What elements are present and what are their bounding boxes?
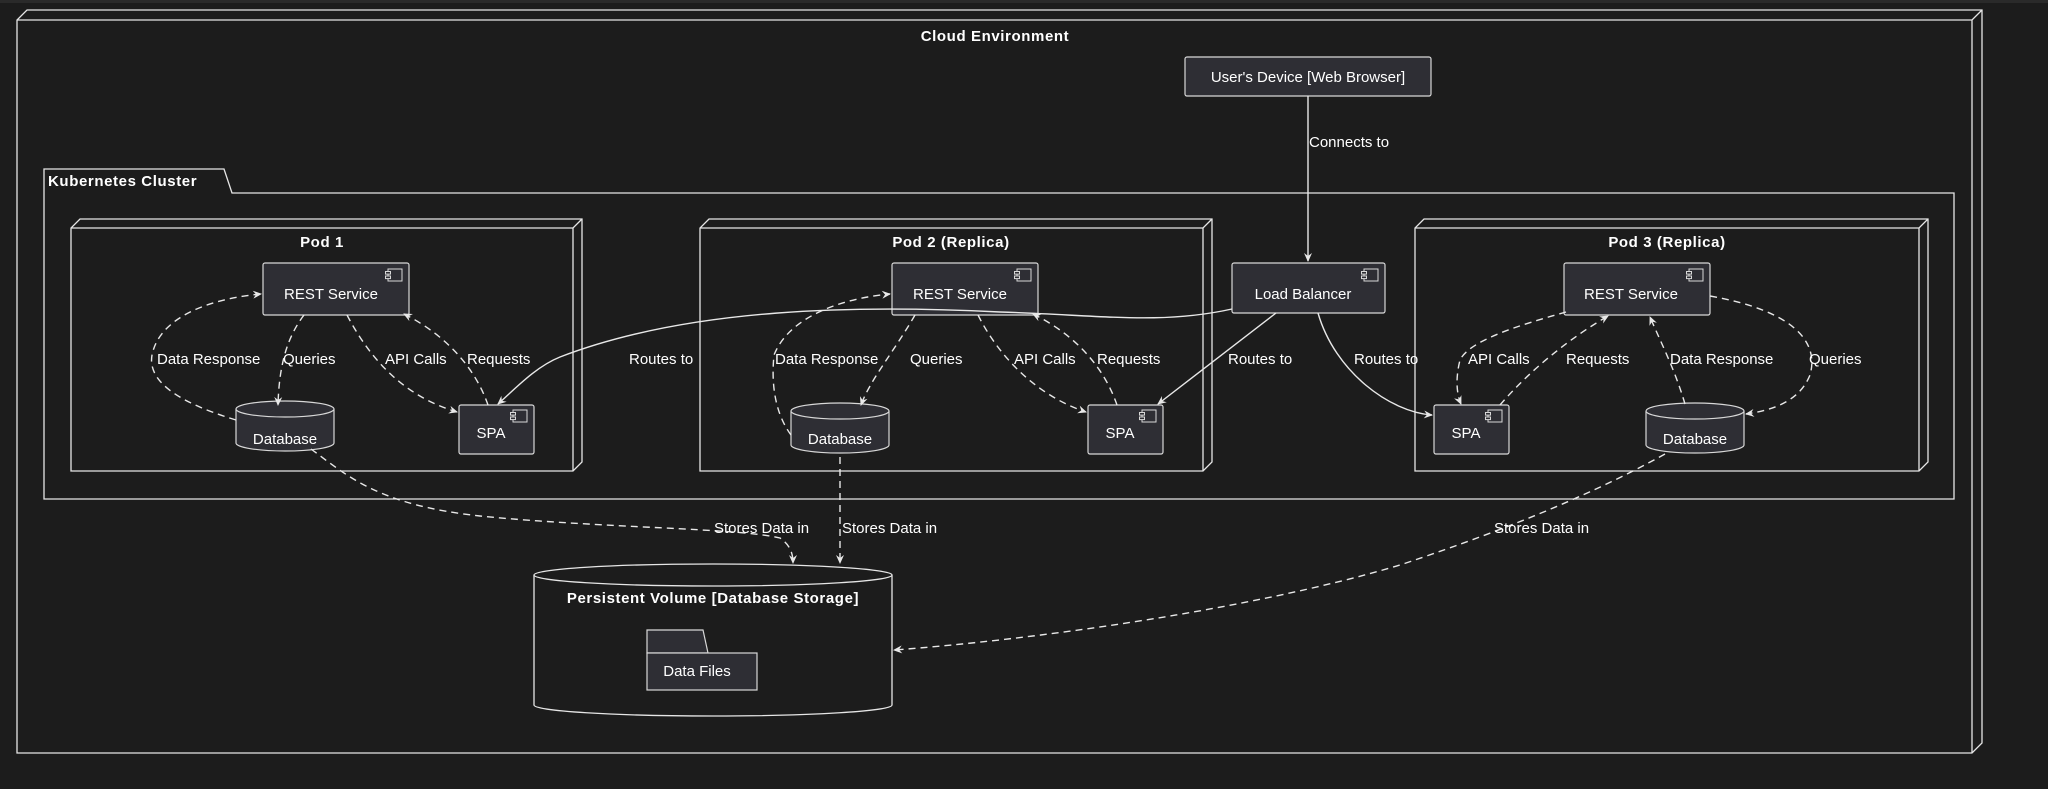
edge-routes-to-pod-1: Routes to (497, 308, 1233, 405)
edge-label-routes-to-2: Routes to (1228, 351, 1292, 368)
persistent-volume-node: Persistent Volume [Database Storage] (533, 563, 893, 717)
pod-3-title: Pod 3 (Replica) (1608, 234, 1725, 251)
edge-connects-to: Connects to (1304, 96, 1389, 262)
pod-3-node: Pod 3 (Replica) (1414, 218, 1929, 472)
pod-2-title: Pod 2 (Replica) (892, 234, 1009, 251)
component-icon (1485, 409, 1503, 423)
pod-1-node: Pod 1 (70, 218, 583, 472)
edge-routes-to-pod-3: Routes to (1317, 312, 1433, 419)
pod-3-spa-label: SPA (1452, 425, 1481, 442)
pod-2-internal-edges: Data Response Queries API Calls Requests (772, 290, 1160, 436)
edge-label-api-calls-3: API Calls (1468, 351, 1530, 368)
kubernetes-cluster-title: Kubernetes Cluster (48, 173, 197, 190)
edge-label-routes-to-3: Routes to (1354, 351, 1418, 368)
pod-3-rest-service[interactable]: REST Service (1563, 262, 1711, 316)
edge-label-api-calls-1: API Calls (385, 351, 447, 368)
cloud-environment-node: Cloud Environment (16, 9, 1983, 754)
edge-label-stores-data-in-3: Stores Data in (1494, 520, 1589, 537)
edge-stores-data-in-3: Stores Data in (893, 453, 1666, 654)
pod-2-rest-service[interactable]: REST Service (891, 262, 1039, 316)
pod-1-spa[interactable]: SPA (458, 404, 535, 455)
edge-label-requests-1: Requests (467, 351, 530, 368)
pod-2-database[interactable]: Database (790, 402, 890, 454)
pod-1-database[interactable]: Database (235, 400, 335, 452)
pod-1-title: Pod 1 (300, 234, 344, 251)
edge-label-connects-to: Connects to (1309, 134, 1389, 151)
edge-label-queries-2: Queries (910, 351, 963, 368)
pod-3-database-label: Database (1663, 431, 1727, 448)
pod-3-rest-label: REST Service (1584, 286, 1678, 303)
user-device-node[interactable]: User's Device [Web Browser] (1184, 56, 1432, 97)
component-icon (385, 268, 403, 282)
edge-label-routes-to-1: Routes to (629, 351, 693, 368)
edge-label-data-response-2: Data Response (775, 351, 878, 368)
component-icon (510, 409, 528, 423)
load-balancer-label: Load Balancer (1255, 286, 1352, 303)
pod-1-spa-label: SPA (477, 425, 506, 442)
pod-3-database[interactable]: Database (1645, 402, 1745, 454)
pod-1-rest-label: REST Service (284, 286, 378, 303)
load-balancer-node[interactable]: Load Balancer (1231, 262, 1386, 314)
top-strip (0, 0, 2048, 3)
edge-label-requests-3: Requests (1566, 351, 1629, 368)
data-files-folder[interactable]: Data Files (646, 629, 758, 691)
pod-2-rest-label: REST Service (913, 286, 1007, 303)
pod-1-internal-edges: Data Response Queries API Calls Requests (150, 290, 530, 421)
edge-label-stores-data-in-2: Stores Data in (842, 520, 937, 537)
edge-stores-data-in-2: Stores Data in (836, 457, 937, 564)
persistent-volume-title: Persistent Volume [Database Storage] (567, 590, 859, 607)
edge-label-queries-3: Queries (1809, 351, 1862, 368)
edge-label-stores-data-in-1: Stores Data in (714, 520, 809, 537)
component-icon (1686, 268, 1704, 282)
edge-routes-to-pod-2: Routes to (1157, 312, 1292, 405)
component-icon (1361, 268, 1379, 282)
edge-label-data-response-1: Data Response (157, 351, 260, 368)
kubernetes-cluster-package: Kubernetes Cluster (43, 168, 1955, 500)
cloud-environment-title: Cloud Environment (921, 28, 1070, 45)
pod-3-spa[interactable]: SPA (1433, 404, 1510, 455)
pod-1-rest-service[interactable]: REST Service (262, 262, 410, 316)
user-device-label: User's Device [Web Browser] (1211, 69, 1405, 86)
edge-label-requests-2: Requests (1097, 351, 1160, 368)
pod-2-spa[interactable]: SPA (1087, 404, 1164, 455)
data-files-label: Data Files (663, 663, 731, 680)
edge-label-data-response-3: Data Response (1670, 351, 1773, 368)
edge-stores-data-in-1: Stores Data in (310, 448, 809, 564)
pod-2-spa-label: SPA (1106, 425, 1135, 442)
edge-label-api-calls-2: API Calls (1014, 351, 1076, 368)
pod-2-node: Pod 2 (Replica) (699, 218, 1213, 472)
pod-3-internal-edges: API Calls Requests Data Response Queries (1454, 295, 1862, 417)
pod-1-database-label: Database (253, 431, 317, 448)
pod-2-database-label: Database (808, 431, 872, 448)
component-icon (1014, 268, 1032, 282)
component-icon (1139, 409, 1157, 423)
edge-label-queries-1: Queries (283, 351, 336, 368)
